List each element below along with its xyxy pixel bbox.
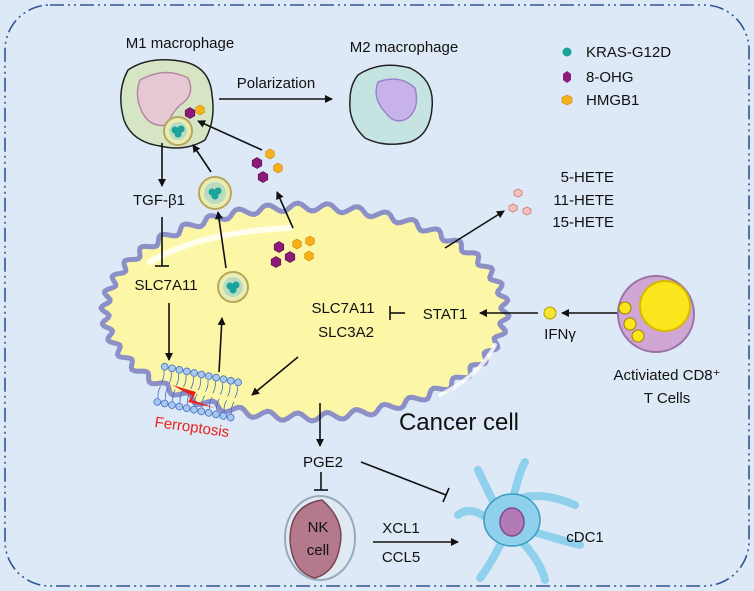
arrow-ferroptosis-to-vesicle bbox=[217, 317, 226, 373]
lipid-tail bbox=[164, 372, 172, 400]
lipid-head bbox=[160, 362, 169, 371]
arrow-damps-to-m1 bbox=[197, 120, 263, 151]
lipid-head bbox=[153, 398, 162, 406]
vesicle-icon bbox=[198, 176, 232, 210]
stat1-label: STAT1 bbox=[423, 306, 467, 323]
lipid-head bbox=[190, 405, 198, 414]
lipid-head bbox=[182, 404, 191, 412]
lipid-tail bbox=[208, 381, 216, 409]
kras-g12d-icon bbox=[562, 47, 572, 57]
hmgb1-icon bbox=[292, 238, 302, 250]
8-ohg-icon bbox=[257, 171, 269, 183]
lipid-tail bbox=[230, 386, 238, 414]
lipid-head bbox=[226, 413, 235, 422]
lightning-icon bbox=[172, 385, 215, 408]
cancer-cell-label: Cancer cell bbox=[399, 409, 519, 436]
hmgb1-icon bbox=[195, 104, 205, 116]
8-ohg-icon bbox=[184, 107, 196, 119]
cdc1-dendritic-cell bbox=[454, 458, 584, 584]
pge2-label: PGE2 bbox=[303, 454, 343, 471]
lipid-tail bbox=[179, 375, 187, 403]
lipid-head bbox=[160, 399, 169, 408]
hmgb1-icon bbox=[273, 162, 283, 174]
lipid-tail bbox=[223, 384, 231, 413]
m1-macrophage-label: M1 macrophage bbox=[126, 35, 234, 52]
lipid-head bbox=[175, 366, 184, 374]
lipid-head bbox=[168, 401, 176, 409]
outer-border bbox=[4, 4, 750, 587]
m1-macrophage bbox=[120, 59, 214, 149]
lipid-head bbox=[175, 402, 184, 411]
nk-label-line2: cell bbox=[307, 542, 330, 559]
legend-8-ohg: 8-OHG bbox=[586, 69, 634, 86]
lipid-head bbox=[204, 372, 213, 380]
lipid-head bbox=[219, 412, 228, 420]
cd8-label-line1: Activiated CD8⁺ bbox=[613, 367, 720, 384]
hmgb1-icon bbox=[304, 250, 314, 262]
8-ohg-icon bbox=[273, 241, 285, 253]
legend: KRAS-G12D 8-OHG HMGB1 bbox=[561, 44, 671, 109]
8-ohg-icon bbox=[251, 157, 263, 169]
inhibit-pge2-cdc1 bbox=[360, 461, 447, 496]
lipid-bilayer bbox=[153, 362, 242, 422]
lipid-head bbox=[212, 410, 220, 419]
hete-particles bbox=[508, 188, 532, 216]
hete-label: 5-HETE bbox=[561, 169, 614, 186]
slc7a11-label: SLC7A11 bbox=[134, 277, 197, 294]
lipid-head bbox=[197, 370, 206, 379]
pathway-arrows bbox=[155, 120, 620, 546]
slc3a2-label: SLC3A2 bbox=[318, 324, 374, 341]
ccl5-label: CCL5 bbox=[382, 549, 420, 566]
ifn-gamma-label: IFNγ bbox=[544, 326, 576, 343]
nk-label-line1: NK bbox=[308, 519, 329, 536]
arrow-vesicle-to-m1 bbox=[192, 144, 212, 173]
lipid-tail bbox=[201, 379, 209, 408]
polarization-label: Polarization bbox=[237, 75, 315, 92]
tgf-beta1-label: TGF-β1 bbox=[133, 192, 185, 209]
lipid-head bbox=[234, 378, 242, 387]
lipid-tail bbox=[172, 373, 180, 402]
lipid-head bbox=[190, 369, 198, 377]
lipid-tail bbox=[216, 383, 224, 411]
m2-macrophage bbox=[349, 64, 434, 145]
lipid-head bbox=[212, 373, 220, 382]
lipid-tail bbox=[194, 378, 202, 406]
arrow-to-hete bbox=[444, 210, 505, 249]
cdc1-label: cDC1 bbox=[566, 529, 604, 546]
cancer-cell-highlight bbox=[438, 343, 497, 397]
hete-label: 15-HETE bbox=[552, 214, 614, 231]
hmgb1-icon bbox=[265, 148, 275, 160]
xcl1-label: XCL1 bbox=[382, 520, 420, 537]
cd8-label-line2: T Cells bbox=[644, 390, 690, 407]
slc7a11-label: SLC7A11 bbox=[311, 300, 374, 317]
arrow-damps-release bbox=[276, 191, 294, 229]
legend-kras-g12d: KRAS-G12D bbox=[586, 44, 671, 61]
inhibit-bar bbox=[442, 487, 450, 503]
ifn-gamma-icon bbox=[543, 306, 557, 320]
vesicle-icon bbox=[217, 271, 249, 303]
lipid-head bbox=[226, 376, 235, 385]
hete-label: 11-HETE bbox=[553, 192, 614, 209]
cd8-t-cell bbox=[617, 275, 695, 353]
cancer-cell-membrane bbox=[98, 200, 512, 424]
damp-particles bbox=[184, 104, 315, 268]
lipid-head bbox=[204, 409, 213, 417]
hmgb1-icon bbox=[305, 235, 315, 247]
lipid-head bbox=[197, 407, 206, 416]
hmgb1-icon bbox=[561, 94, 573, 106]
arrow-slc3a2-to-ferroptosis bbox=[251, 356, 299, 396]
8-ohg-icon bbox=[563, 71, 571, 83]
lipid-tail bbox=[157, 370, 165, 399]
lipid-head bbox=[182, 367, 191, 376]
nk-cell bbox=[284, 495, 356, 581]
8-ohg-icon bbox=[270, 256, 282, 268]
8-ohg-icon bbox=[284, 251, 296, 263]
lipid-head bbox=[219, 375, 228, 383]
arrow-vesicle-release bbox=[215, 211, 227, 269]
lipid-head bbox=[168, 364, 176, 373]
m2-macrophage-label: M2 macrophage bbox=[350, 39, 458, 56]
legend-hmgb1: HMGB1 bbox=[586, 92, 639, 109]
